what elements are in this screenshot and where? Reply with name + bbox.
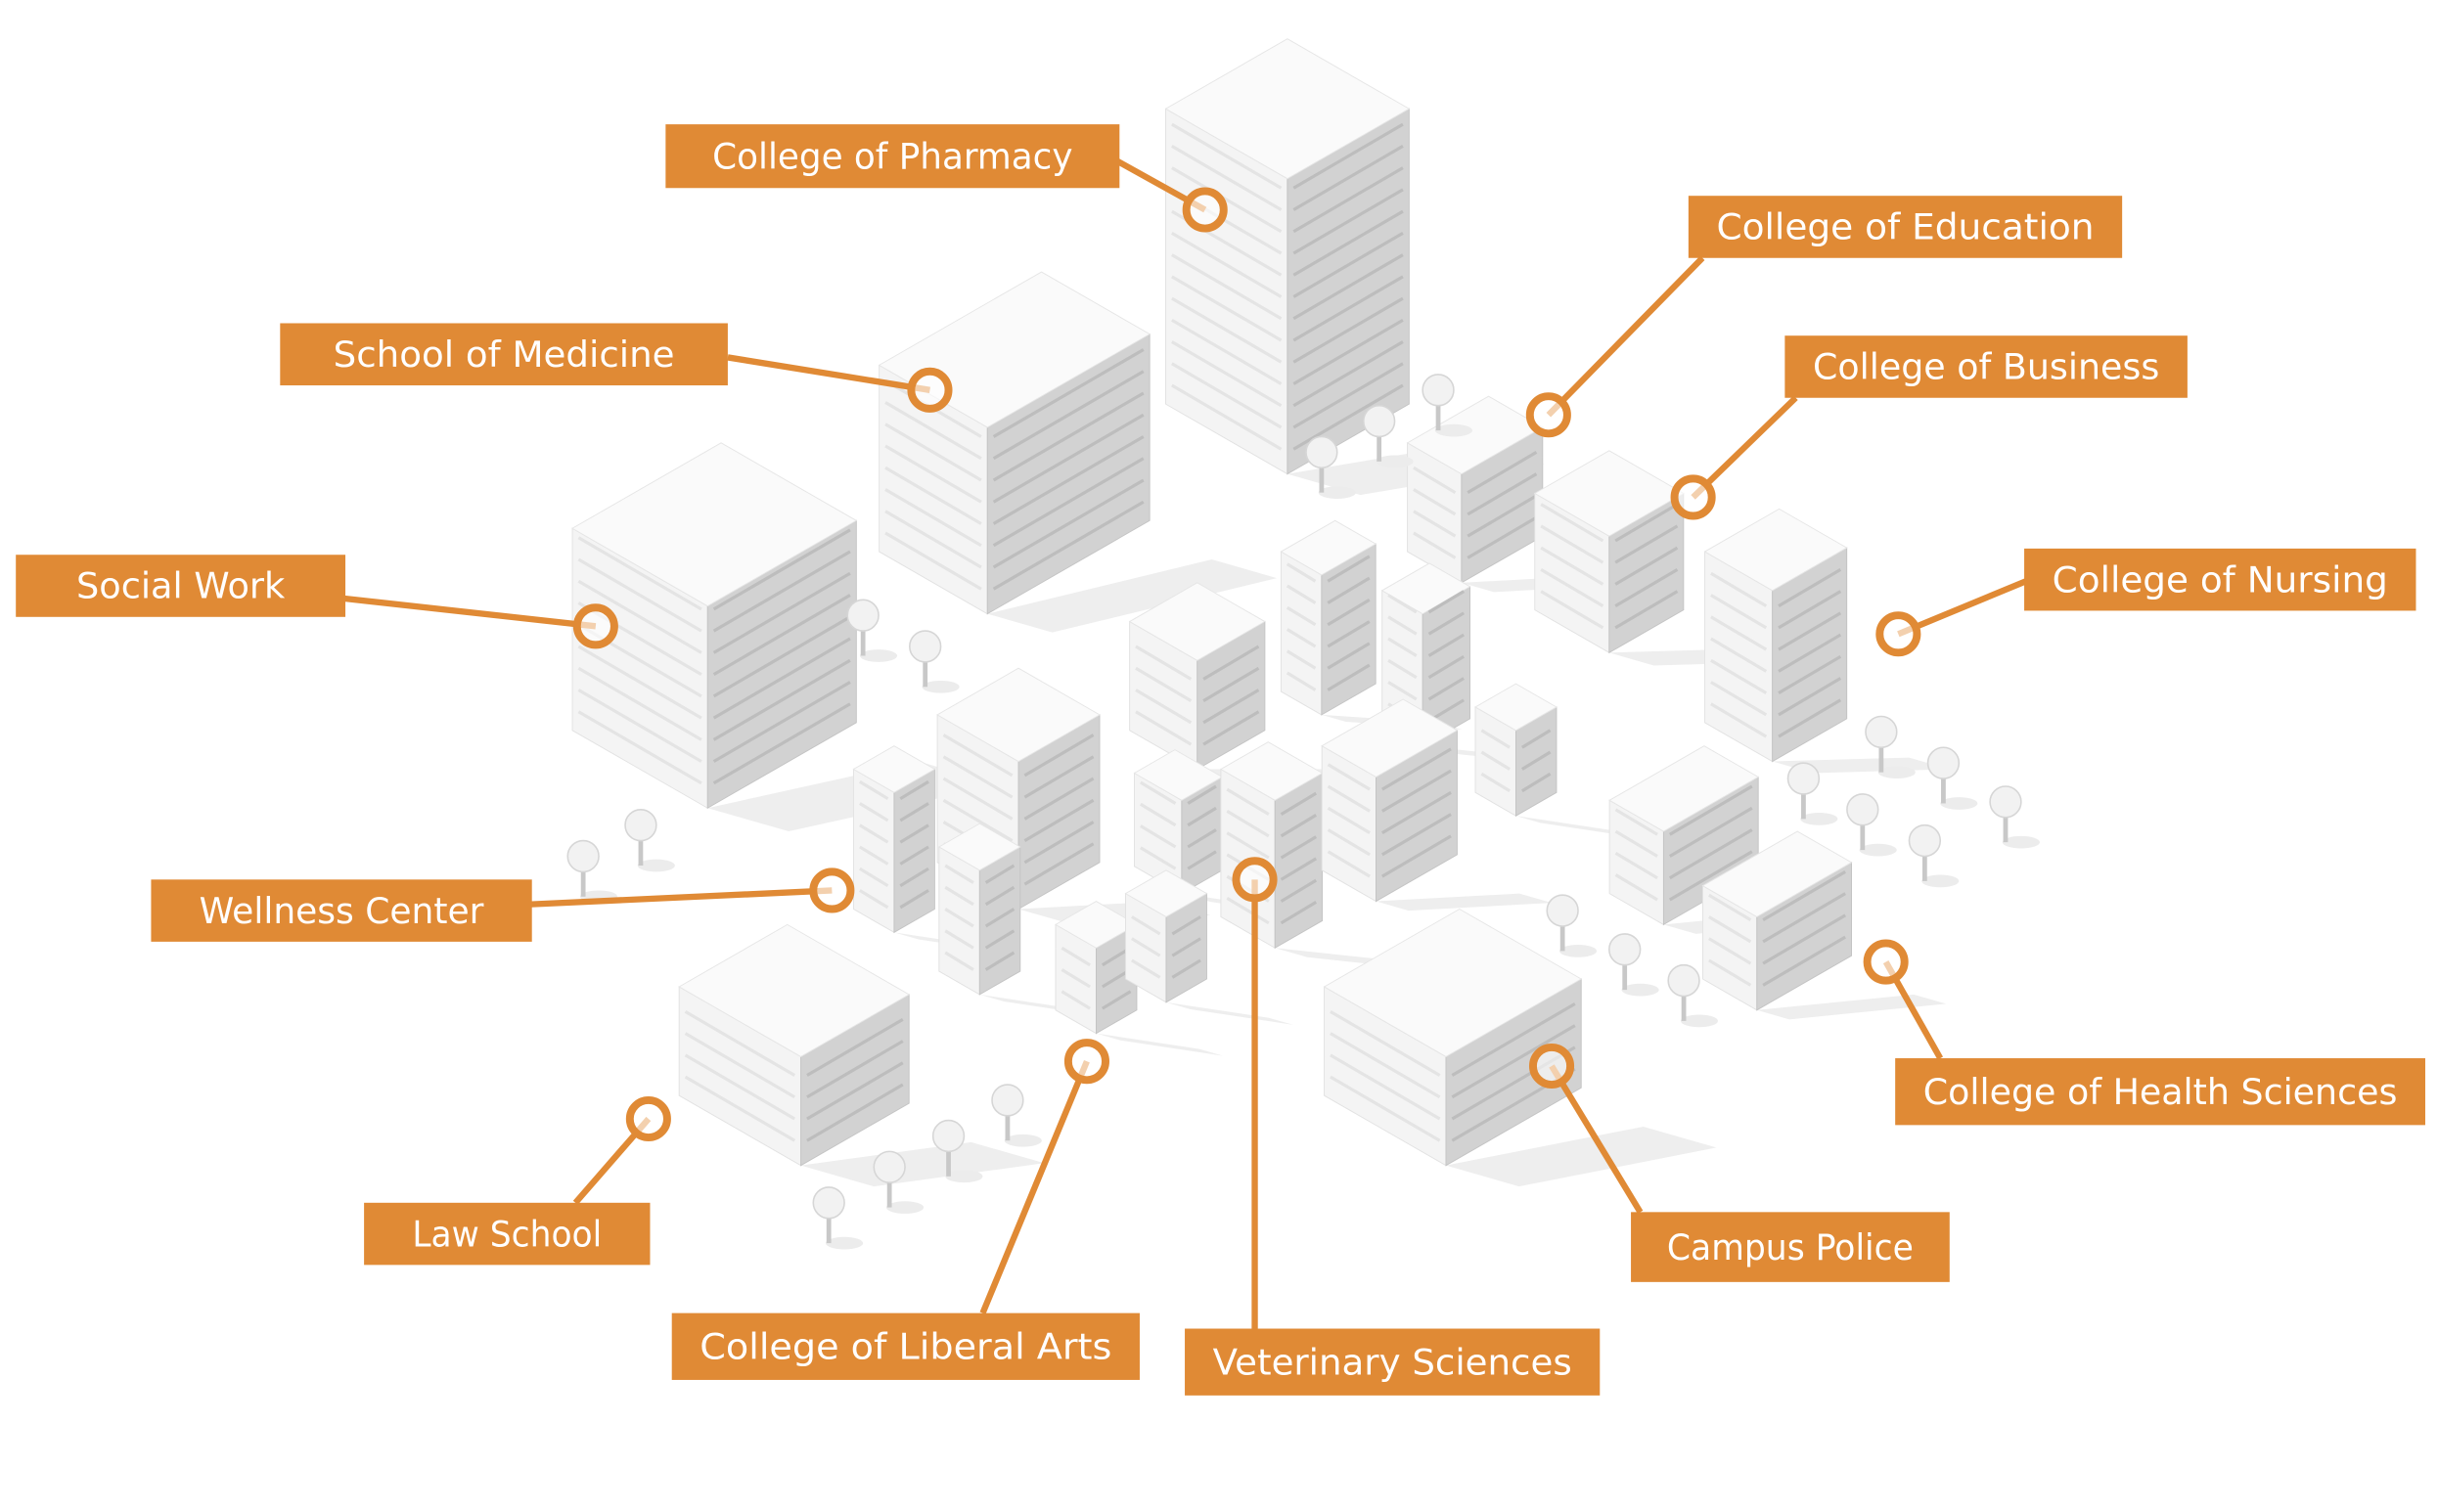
label-text: Campus Police — [1667, 1226, 1914, 1268]
label-text: Social Work — [76, 565, 286, 607]
tree — [1362, 404, 1414, 468]
nursing-building — [1703, 508, 1950, 774]
label-text: College of Business — [1813, 346, 2159, 388]
location-marker-icon[interactable] — [1182, 187, 1228, 233]
law-building — [678, 923, 1045, 1187]
tree — [1786, 762, 1838, 825]
leader-line — [341, 595, 597, 630]
label-text: College of Pharmacy — [712, 135, 1072, 177]
tree — [1908, 823, 1960, 888]
callout-wellness-center[interactable]: Wellness Center — [151, 867, 855, 942]
leader-line — [979, 1060, 1090, 1314]
location-marker-icon[interactable] — [1528, 1043, 1575, 1090]
location-marker-icon[interactable] — [907, 367, 953, 413]
tree — [1846, 793, 1897, 857]
campus-house — [1474, 683, 1644, 839]
label-box[interactable] — [665, 124, 1120, 189]
police-building — [1323, 908, 1717, 1187]
location-marker-icon[interactable] — [625, 1095, 671, 1142]
tree — [1989, 785, 2040, 849]
tree — [1926, 746, 1978, 810]
label-box[interactable] — [1784, 335, 2188, 398]
tree — [991, 1084, 1042, 1147]
label-box[interactable] — [280, 323, 728, 386]
label-box[interactable] — [671, 1312, 1140, 1380]
tree — [1608, 933, 1659, 997]
location-marker-icon[interactable] — [1863, 939, 1909, 985]
callout-veterinary-sciences[interactable]: Veterinary Sciences — [1185, 857, 1601, 1396]
location-marker-icon[interactable] — [1525, 392, 1571, 438]
tree — [624, 809, 675, 872]
leader-line — [528, 887, 833, 908]
leader-line — [1549, 1064, 1644, 1214]
tree — [1865, 715, 1916, 779]
label-box[interactable] — [1631, 1212, 1950, 1282]
tree — [846, 599, 898, 662]
campus-house — [1280, 519, 1463, 730]
location-marker-icon[interactable] — [1063, 1039, 1109, 1085]
label-text: College of Nursing — [2053, 558, 2388, 600]
tree — [566, 839, 618, 904]
campus-house — [852, 745, 1021, 956]
tree — [1305, 435, 1356, 500]
campus-house — [1055, 901, 1224, 1056]
leader-line — [1546, 255, 1705, 418]
label-text: College of Health Sciences — [1923, 1071, 2398, 1113]
tree — [931, 1119, 983, 1183]
tree — [1546, 894, 1598, 957]
medicine-building — [878, 271, 1278, 633]
label-text: Law School — [412, 1213, 602, 1255]
callout-college-of-liberal-arts[interactable]: College of Liberal Arts — [671, 1039, 1140, 1380]
location-marker-icon[interactable] — [572, 603, 618, 649]
tree — [1667, 963, 1719, 1028]
label-box[interactable] — [1185, 1328, 1601, 1396]
label-text: School of Medicine — [334, 334, 675, 376]
campus-house — [937, 823, 1107, 1017]
label-text: College of Liberal Arts — [700, 1325, 1111, 1367]
label-text: Veterinary Sciences — [1213, 1341, 1572, 1383]
campus-buildings — [566, 38, 2040, 1250]
label-box[interactable] — [1895, 1058, 2425, 1126]
tree — [909, 630, 960, 693]
label-box[interactable] — [1688, 196, 2123, 258]
location-marker-icon[interactable] — [1670, 474, 1716, 520]
tree — [812, 1186, 864, 1250]
callout-college-of-education[interactable]: College of Education — [1525, 196, 2123, 438]
callout-school-of-medicine[interactable]: School of Medicine — [280, 323, 953, 413]
label-box[interactable] — [364, 1202, 651, 1266]
callout-campus-police[interactable]: Campus Police — [1528, 1043, 1950, 1282]
callout-social-work[interactable]: Social Work — [16, 555, 618, 649]
leader-line — [1691, 395, 1798, 500]
label-text: Wellness Center — [200, 890, 485, 932]
campus-house — [1321, 698, 1553, 912]
business-house — [1533, 450, 1791, 666]
label-box[interactable] — [16, 555, 346, 617]
social-work-building — [571, 442, 1000, 832]
health-building — [1608, 745, 1853, 934]
location-marker-icon[interactable] — [809, 867, 855, 913]
leader-line — [1897, 575, 2035, 638]
pharmacy-tower — [1164, 38, 1545, 496]
health-building — [1701, 830, 1947, 1020]
tree — [1422, 374, 1472, 437]
callout-law-school[interactable]: Law School — [364, 1095, 671, 1266]
tree — [873, 1150, 925, 1214]
callout-college-of-pharmacy[interactable]: College of Pharmacy — [665, 124, 1228, 233]
label-text: College of Education — [1716, 206, 2094, 248]
location-marker-icon[interactable] — [1232, 857, 1278, 903]
label-box[interactable] — [151, 879, 532, 942]
leader-line — [727, 354, 930, 393]
callout-college-of-health-sciences[interactable]: College of Health Sciences — [1863, 939, 2425, 1126]
callout-college-of-business[interactable]: College of Business — [1670, 335, 2188, 520]
label-box[interactable] — [2024, 548, 2416, 611]
callout-college-of-nursing[interactable]: College of Nursing — [1875, 548, 2416, 657]
location-marker-icon[interactable] — [1875, 611, 1921, 657]
campus-house — [1124, 869, 1293, 1025]
